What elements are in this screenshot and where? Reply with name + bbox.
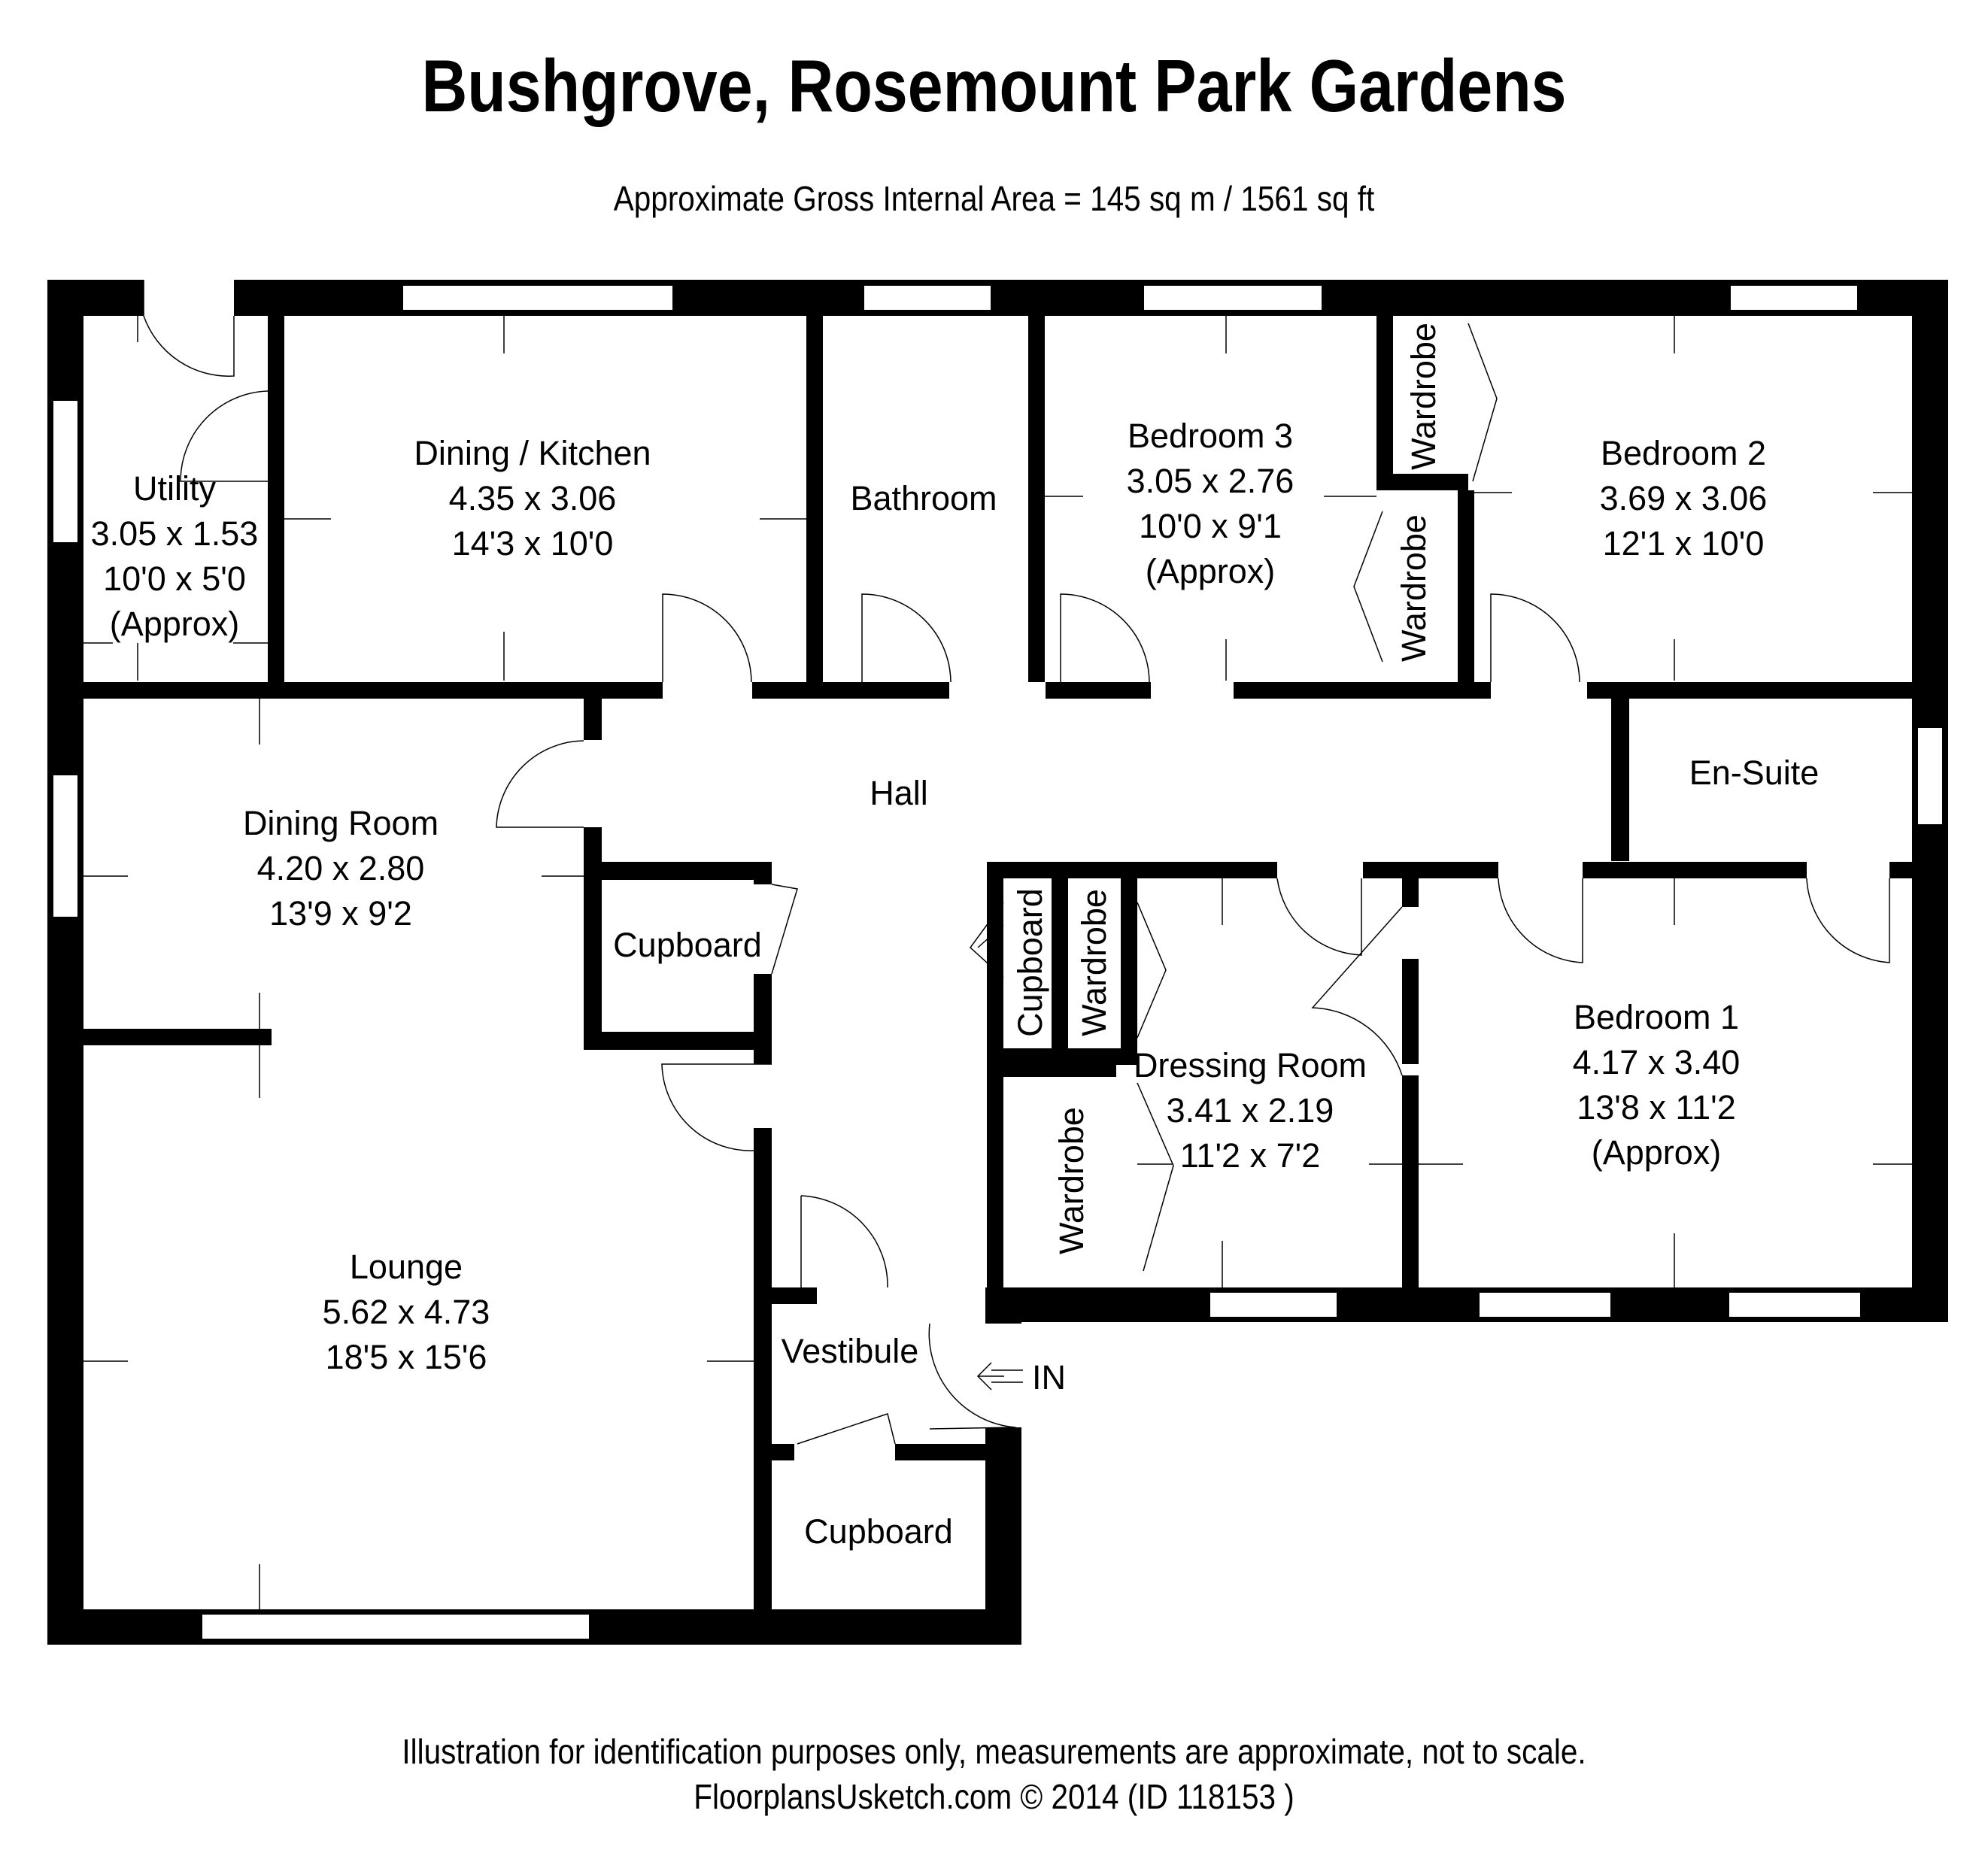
room-cupboard-dressing: Cupboard bbox=[1011, 888, 1049, 1037]
room-hall-name: Hall bbox=[870, 774, 928, 812]
room-bedroom1-note: (Approx) bbox=[1592, 1133, 1722, 1172]
room-dining-kitchen-name: Dining / Kitchen bbox=[414, 434, 651, 472]
window-utility bbox=[52, 399, 79, 544]
room-dressing-room-name: Dressing Room bbox=[1134, 1046, 1367, 1084]
footer-credit: FloorplansUsketch.com © 2014 (ID 118153 … bbox=[694, 1777, 1294, 1816]
room-bedroom2-name: Bedroom 2 bbox=[1601, 434, 1766, 472]
entrance-arrow-icon bbox=[976, 1362, 1023, 1390]
entrance-label: IN bbox=[1032, 1358, 1066, 1397]
room-bedroom2: Bedroom 2 3.69 x 3.06 12'1 x 10'0 bbox=[1600, 434, 1768, 563]
room-cupboard-dressing-name: Cupboard bbox=[1011, 888, 1049, 1037]
room-dining-room: Dining Room 4.20 x 2.80 13'9 x 9'2 bbox=[243, 804, 439, 933]
window-bedroom3 bbox=[1143, 284, 1323, 311]
room-lounge-imperial: 18'5 x 15'6 bbox=[326, 1338, 487, 1376]
room-vestibule-name: Vestibule bbox=[782, 1332, 919, 1370]
room-dressing-room: Dressing Room 3.41 x 2.19 11'2 x 7'2 bbox=[1134, 1046, 1367, 1175]
room-vestibule: Vestibule bbox=[782, 1332, 919, 1370]
room-bedroom1-metric: 4.17 x 3.40 bbox=[1573, 1043, 1741, 1081]
wardrobe-bedroom2-a: Wardrobe bbox=[1404, 323, 1443, 470]
room-utility: Utility 3.05 x 1.53 10'0 x 5'0 (Approx) bbox=[91, 469, 259, 643]
room-bedroom3-note: (Approx) bbox=[1146, 552, 1276, 590]
dimension-arrows bbox=[83, 316, 1912, 1609]
room-utility-name: Utility bbox=[133, 469, 216, 508]
room-bathroom-name: Bathroom bbox=[850, 479, 997, 517]
room-cupboard-vestibule: Cupboard bbox=[804, 1512, 953, 1551]
window-en-suite bbox=[1917, 726, 1944, 826]
wardrobe-dressing-b-label: Wardrobe bbox=[1052, 1107, 1091, 1254]
wardrobe-dressing-a-label: Wardrobe bbox=[1075, 889, 1113, 1036]
room-dressing-room-metric: 3.41 x 2.19 bbox=[1167, 1091, 1334, 1130]
room-dining-kitchen-imperial: 14'3 x 10'0 bbox=[452, 524, 614, 563]
room-dining-room-metric: 4.20 x 2.80 bbox=[257, 849, 425, 887]
wardrobe-bedroom2-a-label: Wardrobe bbox=[1404, 323, 1443, 470]
window-bathroom bbox=[863, 284, 992, 311]
room-dining-kitchen-metric: 4.35 x 3.06 bbox=[449, 479, 617, 517]
room-cupboard-hall-name: Cupboard bbox=[613, 926, 762, 964]
window-lounge bbox=[201, 1613, 590, 1640]
wardrobe-dressing-a: Wardrobe bbox=[1075, 889, 1113, 1036]
room-dining-kitchen: Dining / Kitchen 4.35 x 3.06 14'3 x 10'0 bbox=[414, 434, 651, 563]
room-bedroom2-metric: 3.69 x 3.06 bbox=[1600, 479, 1768, 517]
room-bedroom3: Bedroom 3 3.05 x 2.76 10'0 x 9'1 (Approx… bbox=[1127, 417, 1294, 590]
room-utility-imperial: 10'0 x 5'0 bbox=[103, 560, 246, 598]
room-en-suite: En-Suite bbox=[1689, 754, 1820, 792]
room-cupboard-vestibule-name: Cupboard bbox=[804, 1512, 953, 1551]
plan-title: Bushgrove, Rosemount Park Gardens bbox=[421, 44, 1567, 127]
room-dining-room-name: Dining Room bbox=[243, 804, 439, 842]
room-bedroom2-imperial: 12'1 x 10'0 bbox=[1603, 524, 1765, 563]
windows bbox=[52, 284, 1944, 1640]
window-dining-room bbox=[52, 774, 79, 918]
room-utility-metric: 3.05 x 1.53 bbox=[91, 514, 259, 553]
room-bathroom: Bathroom bbox=[850, 479, 997, 517]
room-bedroom3-metric: 3.05 x 2.76 bbox=[1127, 462, 1294, 500]
room-cupboard-hall: Cupboard bbox=[613, 926, 762, 964]
door-swings bbox=[143, 280, 1890, 1445]
room-lounge-name: Lounge bbox=[350, 1248, 463, 1286]
wardrobe-dressing-b: Wardrobe bbox=[1052, 1107, 1091, 1254]
window-dressing bbox=[1209, 1291, 1338, 1318]
room-utility-note: (Approx) bbox=[110, 605, 240, 643]
room-dining-room-imperial: 13'9 x 9'2 bbox=[269, 894, 412, 933]
room-bedroom3-name: Bedroom 3 bbox=[1128, 417, 1293, 455]
room-hall: Hall bbox=[870, 774, 928, 812]
room-bedroom1: Bedroom 1 4.17 x 3.40 13'8 x 11'2 (Appro… bbox=[1573, 998, 1741, 1172]
room-lounge: Lounge 5.62 x 4.73 18'5 x 15'6 bbox=[323, 1248, 490, 1376]
footer-disclaimer: Illustration for identification purposes… bbox=[402, 1732, 1586, 1771]
room-bedroom1-name: Bedroom 1 bbox=[1574, 998, 1739, 1036]
wardrobe-bedroom2-b-label: Wardrobe bbox=[1395, 514, 1433, 662]
window-bedroom1-b bbox=[1728, 1291, 1862, 1318]
room-lounge-metric: 5.62 x 4.73 bbox=[323, 1293, 490, 1331]
window-bedroom1-a bbox=[1478, 1291, 1612, 1318]
room-dressing-room-imperial: 11'2 x 7'2 bbox=[1180, 1136, 1320, 1175]
window-kitchen bbox=[402, 284, 674, 311]
room-en-suite-name: En-Suite bbox=[1689, 754, 1820, 792]
wardrobe-bedroom2-b: Wardrobe bbox=[1395, 514, 1433, 662]
room-bedroom3-imperial: 10'0 x 9'1 bbox=[1139, 507, 1282, 545]
window-bedroom2 bbox=[1729, 284, 1859, 311]
area-subtitle: Approximate Gross Internal Area = 145 sq… bbox=[613, 179, 1375, 218]
room-bedroom1-imperial: 13'8 x 11'2 bbox=[1577, 1088, 1736, 1127]
